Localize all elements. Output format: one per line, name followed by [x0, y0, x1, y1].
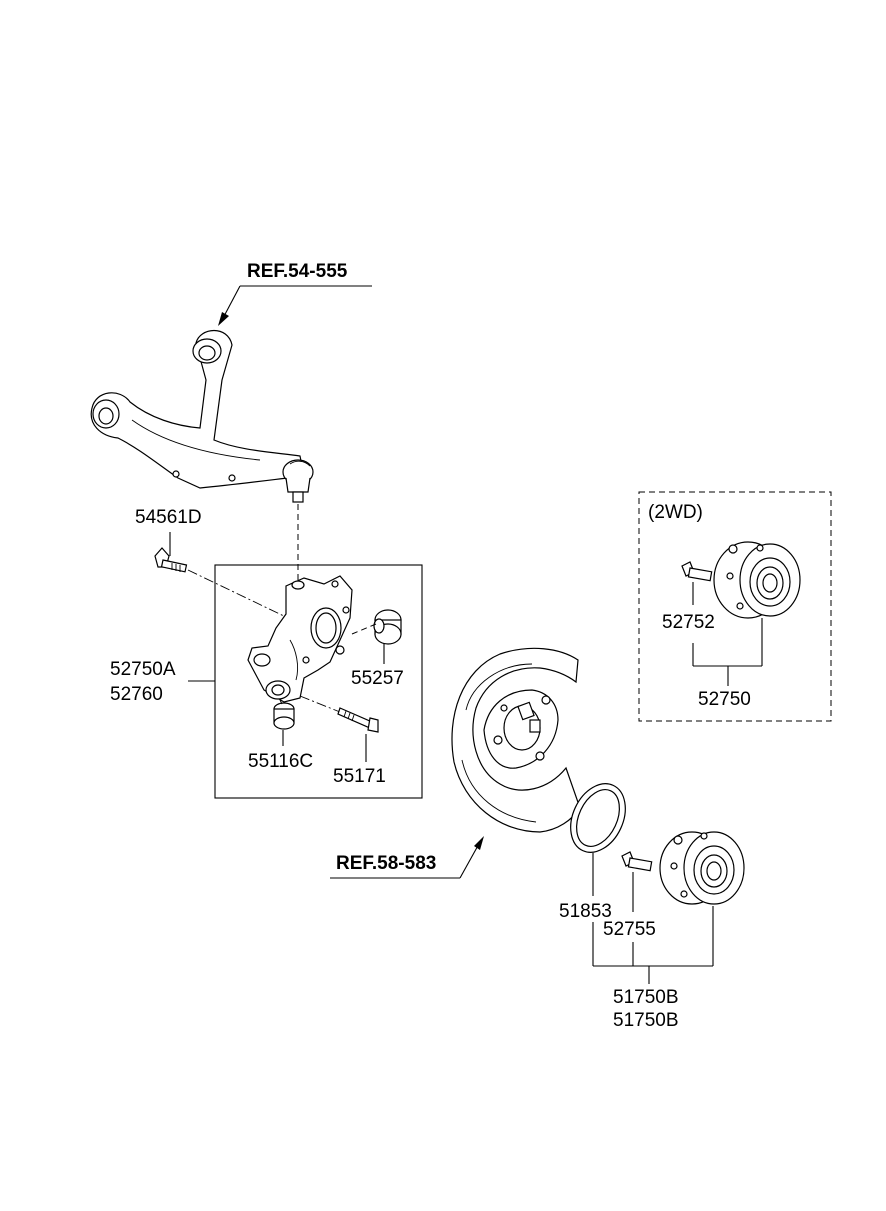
- bolt-55171-part: [299, 695, 379, 733]
- knuckle-part: [247, 575, 353, 703]
- bushing-55116C-label[interactable]: 55116C: [248, 751, 313, 772]
- knuckle-callout[interactable]: 52750A 52760: [110, 659, 215, 705]
- upper-arm-part: [90, 330, 314, 503]
- hub-51750B-label-1[interactable]: 51750B: [613, 987, 679, 1008]
- bushing-55257-callout[interactable]: 55257: [351, 644, 404, 689]
- bushing-55257-label[interactable]: 55257: [351, 668, 404, 689]
- hub-51750B-callout[interactable]: 51750B 51750B: [592, 906, 714, 1031]
- bolt-52755-label[interactable]: 52755: [603, 919, 656, 940]
- hub-52750-callout[interactable]: 52750: [692, 618, 763, 710]
- box-2wd: [638, 491, 832, 722]
- ref-upper-arm-callout[interactable]: REF.54-555: [218, 261, 372, 326]
- hub-52750-label[interactable]: 52750: [698, 689, 751, 710]
- bolt-52755-part: [621, 851, 653, 872]
- ring-51853-label[interactable]: 51853: [559, 901, 612, 922]
- knuckle-label-52760[interactable]: 52760: [110, 684, 163, 705]
- bushing-55116C-callout[interactable]: 55116C: [248, 730, 313, 772]
- bolt-54561D-label[interactable]: 54561D: [135, 507, 202, 528]
- bolt-55171-label[interactable]: 55171: [333, 766, 386, 787]
- knuckle-label-52750A[interactable]: 52750A: [110, 659, 176, 680]
- bolt-to-knuckle-chain: [187, 569, 289, 619]
- bolt-52755-callout[interactable]: 52755: [603, 872, 656, 940]
- bolt-52752-callout[interactable]: 52752: [662, 582, 715, 633]
- bolt-54561D-part: [154, 547, 188, 573]
- ref-upper-arm-label[interactable]: REF.54-555: [247, 261, 348, 282]
- bushing-55116C-part: [273, 699, 295, 730]
- dust-cover-part: [451, 647, 581, 833]
- ref-dust-cover-label[interactable]: REF.58-583: [336, 853, 436, 874]
- bolt-54561D-callout[interactable]: 54561D: [135, 507, 202, 556]
- hub-51750B-part: [659, 831, 745, 905]
- ring-51853-part: [570, 783, 626, 853]
- hub-51750B-label-2[interactable]: 51750B: [613, 1010, 679, 1031]
- bolt-55171-callout[interactable]: 55171: [333, 734, 386, 787]
- bolt-52752-part: [681, 561, 713, 582]
- bushing-55257-part: [351, 609, 402, 645]
- box-2wd-title: (2WD): [648, 502, 703, 523]
- hub-52750-part: [713, 541, 801, 619]
- ring-51853-callout[interactable]: 51853: [559, 853, 612, 922]
- bolt-52752-label[interactable]: 52752: [662, 612, 715, 633]
- ref-dust-cover-callout[interactable]: REF.58-583: [330, 836, 484, 879]
